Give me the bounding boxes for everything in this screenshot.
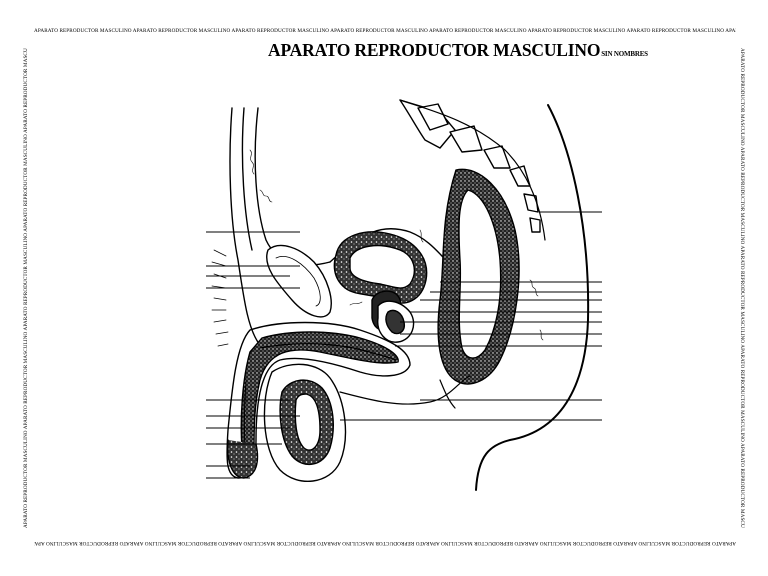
title-text: APARATO REPRODUCTOR MASCULINO (268, 40, 601, 60)
bladder-lumen (349, 244, 416, 289)
pubic-symphysis (266, 244, 332, 318)
urethra (259, 343, 397, 361)
pubic-hair (211, 249, 229, 347)
page-title: APARATO REPRODUCTOR MASCULINOSIN NOMBRES (268, 40, 648, 61)
testis-inner (294, 393, 321, 451)
abdominal-wall-inner (254, 107, 331, 266)
abdominal-wall-outer (229, 107, 261, 346)
sacrum (399, 99, 546, 241)
perineum (339, 375, 471, 405)
leader-lines-right (340, 211, 602, 421)
anal-canal (439, 379, 456, 409)
scrotum (263, 363, 347, 482)
prostate-inner (385, 309, 406, 335)
page-subtitle: SIN NOMBRES (601, 50, 648, 58)
leader-lines-left (206, 231, 300, 479)
border-text-top: APARATO REPRODUCTOR MASCULINO APARATO RE… (34, 28, 736, 34)
connective-tissue (249, 149, 544, 341)
back-contour (475, 104, 590, 491)
glans (226, 439, 259, 479)
abdominal-wall-mid (241, 107, 253, 251)
rectum-lumen (458, 189, 502, 359)
